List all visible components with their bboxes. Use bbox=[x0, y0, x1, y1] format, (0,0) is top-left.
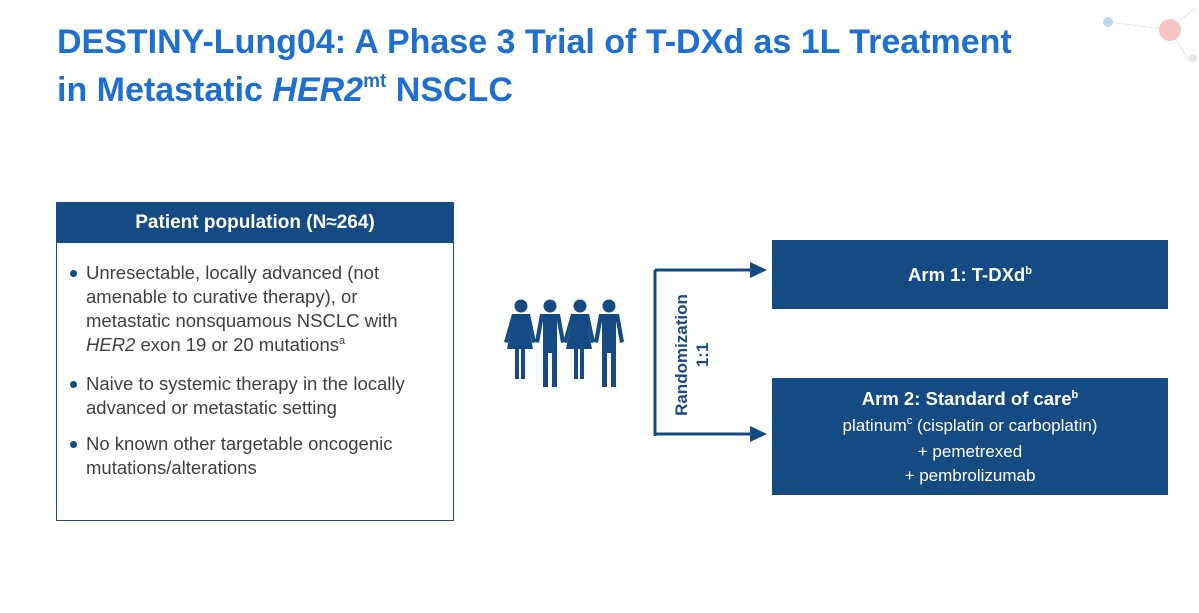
randomization-ratio: 1:1 bbox=[693, 342, 712, 368]
patient-population-box: Patient population (N≈264) Unresectable,… bbox=[56, 202, 454, 521]
eligibility-criteria-list: Unresectable, locally advanced (not amen… bbox=[57, 243, 453, 480]
randomization-connector bbox=[653, 262, 767, 442]
title-line-2-prefix: in Metastatic bbox=[57, 71, 273, 109]
randomization-text: Randomization bbox=[672, 294, 691, 416]
criteria-item: Unresectable, locally advanced (not amen… bbox=[69, 261, 443, 360]
arm-2-pembrolizumab: + pembrolizumab bbox=[904, 466, 1036, 485]
slide-title: DESTINY-Lung04: A Phase 3 Trial of T-DXd… bbox=[57, 18, 1167, 120]
arm-1-title: Arm 1: T-DXd bbox=[908, 264, 1026, 285]
criteria-text: Naive to systemic therapy in the locally… bbox=[86, 373, 405, 418]
title-gene-superscript: mt bbox=[363, 71, 387, 92]
criteria-tail: exon 19 or 20 mutations bbox=[135, 334, 339, 355]
arm-2-platinum-detail: (cisplatin or carboplatin) bbox=[912, 416, 1098, 435]
arm-2-platinum: platinum bbox=[842, 416, 907, 435]
arm-1-box: Arm 1: T-DXdb bbox=[772, 240, 1168, 309]
arrow-right-icon bbox=[750, 262, 767, 442]
bullet-icon bbox=[70, 381, 77, 388]
title-line-2-suffix: NSCLC bbox=[386, 71, 513, 109]
randomization-label: Randomization 1:1 bbox=[668, 279, 716, 431]
arm-2-title: Arm 2: Standard of care bbox=[861, 388, 1072, 409]
arm-2-pemetrexed: + pemetrexed bbox=[917, 442, 1023, 461]
arm-2-box: Arm 2: Standard of careb platinumc (cisp… bbox=[772, 378, 1168, 495]
criteria-text: Unresectable, locally advanced (not amen… bbox=[86, 262, 398, 331]
bullet-icon bbox=[70, 441, 77, 448]
criteria-text: No known other targetable oncogenic muta… bbox=[86, 433, 393, 478]
criteria-item: Naive to systemic therapy in the locally… bbox=[69, 372, 443, 420]
criteria-item: No known other targetable oncogenic muta… bbox=[69, 432, 443, 480]
patient-population-header: Patient population (N≈264) bbox=[57, 203, 453, 243]
footnote-marker: b bbox=[1071, 389, 1079, 401]
footnote-marker: c bbox=[906, 415, 913, 427]
title-gene: HER2 bbox=[272, 71, 364, 109]
footnote-marker: b bbox=[1025, 265, 1032, 277]
molecule-decoration-icon bbox=[1103, 7, 1197, 63]
title-line-1: DESTINY-Lung04: A Phase 3 Trial of T-DXd… bbox=[57, 23, 1012, 61]
bullet-icon bbox=[70, 270, 77, 277]
patients-group-icon bbox=[504, 299, 624, 387]
footnote-marker: a bbox=[339, 335, 346, 347]
criteria-gene: HER2 bbox=[86, 334, 136, 355]
